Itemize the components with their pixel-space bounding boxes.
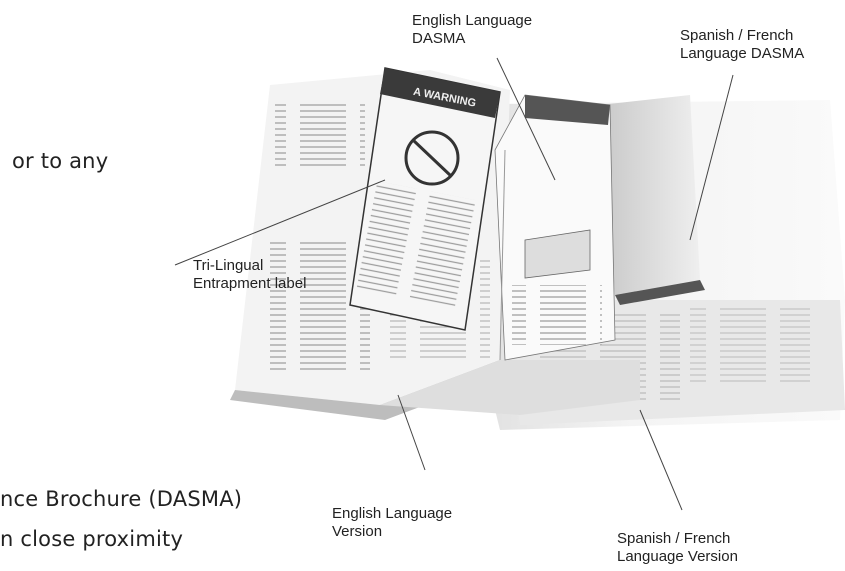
callout-english-version-line2: Version <box>332 523 383 540</box>
callout-tri-lingual-label-line1: Tri-Lingual <box>193 257 264 274</box>
callout-spanish-french-version-line2: Language Version <box>617 548 738 565</box>
callout-spanish-french-version-line1: Spanish / French <box>617 530 731 547</box>
callout-tri-lingual-label: Tri-Lingual Entrapment label <box>193 257 306 293</box>
callout-english-dasma: English Language DASMA <box>412 12 532 48</box>
body-text-line-2: nce Brochure (DASMA) <box>0 487 243 511</box>
pointer-english-version <box>397 394 426 471</box>
callout-spanish-french-dasma-line2: Language DASMA <box>680 45 805 62</box>
spanish-french-dasma-booklet <box>600 95 705 305</box>
callout-tri-lingual-label-line2: Entrapment label <box>193 275 307 292</box>
pointer-english-dasma <box>496 57 556 181</box>
body-text-line-1: or to any <box>12 149 109 173</box>
callout-spanish-french-dasma-line1: Spanish / French <box>680 27 794 44</box>
body-text-line-3: n close proximity <box>0 527 184 551</box>
callout-english-version: English Language Version <box>332 505 452 541</box>
tri-lingual-entrapment-label: A WARNING <box>349 67 501 331</box>
pointer-spanish-french-version <box>639 409 683 511</box>
callout-spanish-french-dasma: Spanish / French Language DASMA <box>680 27 804 63</box>
pointer-tri-lingual-label <box>174 179 386 266</box>
callout-spanish-french-version: Spanish / French Language Version <box>617 530 738 566</box>
callout-english-dasma-line2: DASMA <box>412 30 466 47</box>
english-dasma-booklet <box>494 94 616 361</box>
callout-english-version-line1: English Language <box>332 505 453 522</box>
pointer-spanish-french-dasma <box>689 74 734 241</box>
callout-english-dasma-line1: English Language <box>412 12 533 29</box>
